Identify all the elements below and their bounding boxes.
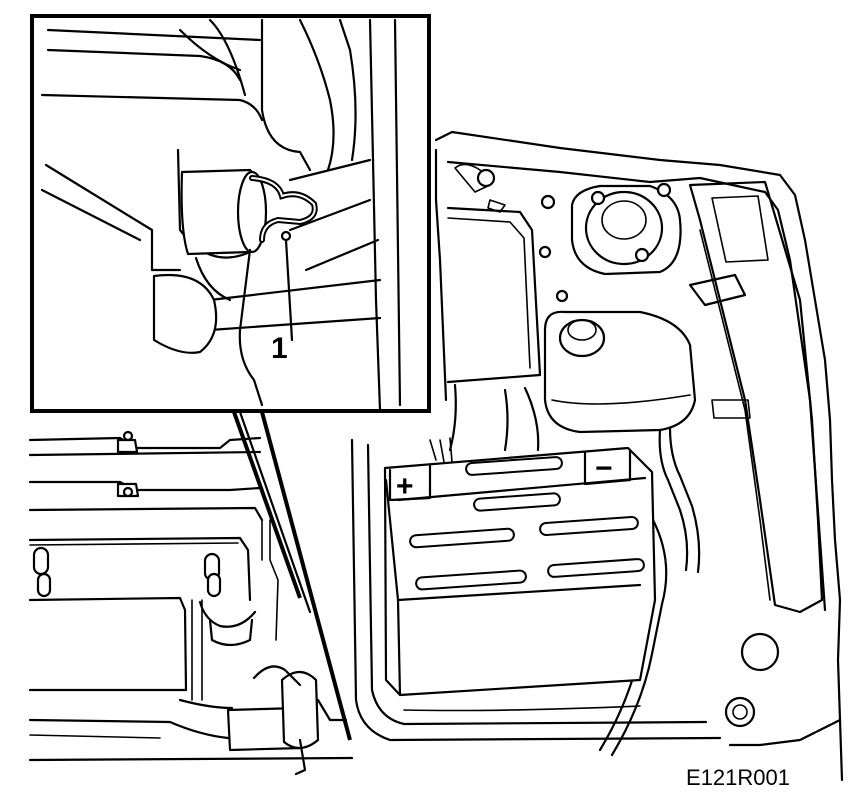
figure-code: E121R001 [686,765,790,790]
detail-inset [30,14,431,413]
battery-minus-symbol: − [595,452,613,485]
battery-tray [350,438,722,742]
battery-plus-symbol: + [396,470,414,503]
battery: + − [383,446,657,697]
leader-lines [232,410,352,741]
strut-tower [538,182,682,303]
connector-assembly [226,665,348,776]
front-module [28,430,264,602]
inner-fender-panel [688,180,824,614]
fender-bolts [724,632,780,728]
expansion-tank [543,310,697,434]
fuse-relay-box [446,163,542,384]
left-lower-components [28,519,354,762]
callout-number-1: 1 [271,332,288,365]
